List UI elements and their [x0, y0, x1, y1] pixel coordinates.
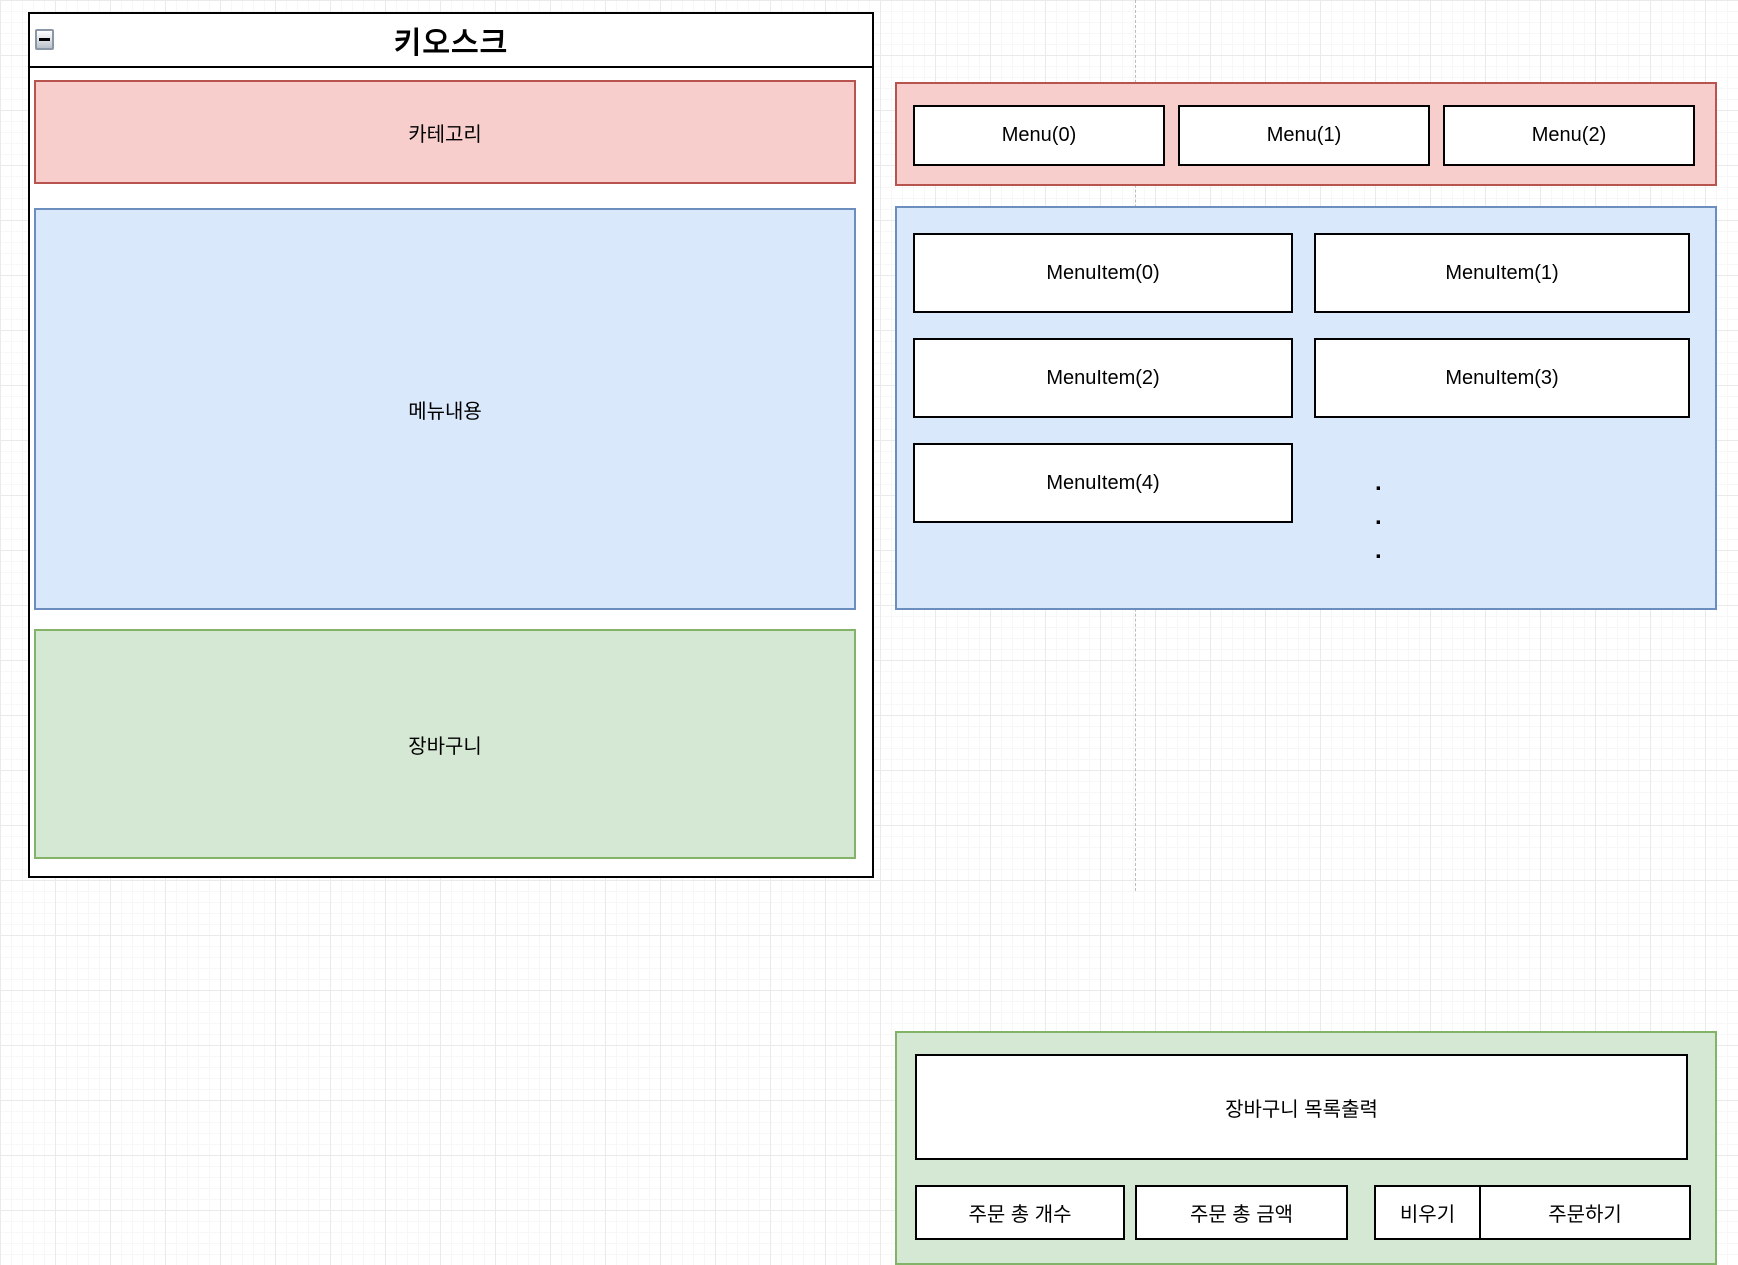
section-menu-content[interactable]: 메뉴내용 — [34, 208, 856, 610]
section-category-label: 카테고리 — [408, 123, 482, 146]
total-count-box[interactable]: 주문 총 개수 — [915, 1185, 1125, 1240]
window-titlebar[interactable]: 키오스크 — [30, 14, 872, 68]
ellipsis-dots: . . . — [1375, 466, 1382, 568]
collapse-minus-icon — [39, 38, 50, 41]
ellipsis-dot: . — [1375, 469, 1382, 496]
ellipsis-dot: . — [1375, 537, 1382, 564]
menu-items-panel[interactable]: MenuItem(0) MenuItem(1) MenuItem(2) Menu… — [895, 206, 1717, 610]
clear-button[interactable]: 비우기 — [1374, 1185, 1481, 1240]
section-cart[interactable]: 장바구니 — [34, 629, 856, 859]
menu-item-box-3[interactable]: MenuItem(3) — [1314, 338, 1690, 418]
cart-panel[interactable]: 장바구니 목록출력 주문 총 개수 주문 총 금액 비우기 주문하기 — [895, 1031, 1717, 1265]
cart-action-group: 비우기 주문하기 — [1374, 1185, 1691, 1240]
menu-item-box-2[interactable]: MenuItem(2) — [913, 338, 1293, 418]
menu-button-0[interactable]: Menu(0) — [913, 105, 1165, 166]
menu-item-box-4[interactable]: MenuItem(4) — [913, 443, 1293, 523]
menu-button-1[interactable]: Menu(1) — [1178, 105, 1430, 166]
order-button[interactable]: 주문하기 — [1481, 1185, 1691, 1240]
kiosk-window[interactable]: 키오스크 카테고리 메뉴내용 장바구니 — [28, 12, 874, 878]
window-title: 키오스크 — [393, 27, 509, 60]
cart-list-box[interactable]: 장바구니 목록출력 — [915, 1054, 1688, 1160]
ellipsis-dot: . — [1375, 503, 1382, 530]
section-menu-content-label: 메뉴내용 — [408, 400, 482, 423]
menu-item-box-0[interactable]: MenuItem(0) — [913, 233, 1293, 313]
section-cart-label: 장바구니 — [408, 735, 482, 758]
collapse-button[interactable] — [35, 29, 54, 50]
menu-item-box-1[interactable]: MenuItem(1) — [1314, 233, 1690, 313]
section-category[interactable]: 카테고리 — [34, 80, 856, 184]
category-panel[interactable]: Menu(0) Menu(1) Menu(2) — [895, 82, 1717, 186]
menu-button-2[interactable]: Menu(2) — [1443, 105, 1695, 166]
total-amount-box[interactable]: 주문 총 금액 — [1135, 1185, 1348, 1240]
